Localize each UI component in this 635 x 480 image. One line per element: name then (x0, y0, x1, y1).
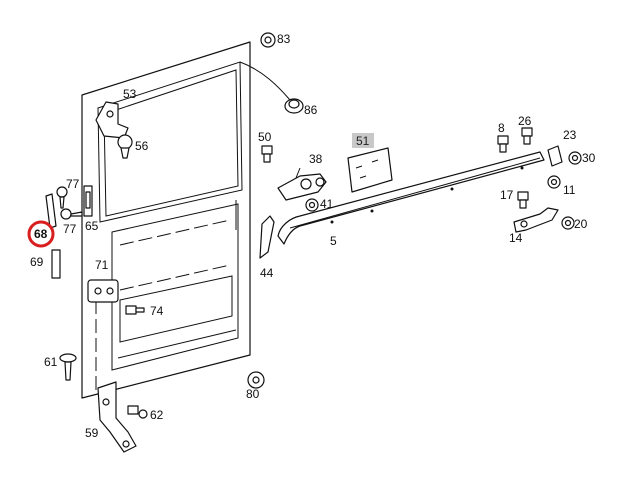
callout-8[interactable]: 8 (498, 121, 505, 135)
screw-17[interactable] (517, 191, 529, 209)
nut-30[interactable] (568, 151, 582, 165)
lower-hinge-59[interactable] (97, 381, 137, 453)
callout-26[interactable]: 26 (518, 114, 532, 128)
buffer-69[interactable] (51, 249, 61, 279)
callout-5[interactable]: 5 (330, 234, 337, 248)
callout-23[interactable]: 23 (563, 128, 577, 142)
screw-56[interactable] (117, 134, 133, 159)
bracket-51[interactable] (347, 147, 393, 193)
screw-77-lower[interactable] (60, 208, 83, 220)
callout-20[interactable]: 20 (574, 217, 588, 231)
washer-11[interactable] (547, 175, 561, 189)
callout-56[interactable]: 56 (135, 139, 149, 153)
bracket-44[interactable] (259, 215, 275, 259)
callout-50[interactable]: 50 (258, 130, 272, 144)
nut-62[interactable] (127, 405, 148, 419)
sliding-door-panel (81, 41, 251, 399)
callout-14[interactable]: 14 (509, 231, 523, 245)
lock-plate-71[interactable] (87, 279, 119, 303)
grommet-83[interactable] (260, 32, 276, 48)
callout-41[interactable]: 41 (320, 197, 334, 211)
end-stop-23[interactable] (547, 145, 563, 167)
callout-61[interactable]: 61 (44, 355, 58, 369)
bolt-8[interactable] (497, 135, 509, 153)
guide-rail-5[interactable] (277, 151, 545, 245)
bolt-26[interactable] (521, 127, 533, 145)
roller-80[interactable] (247, 371, 265, 389)
door-stop-68[interactable] (45, 193, 57, 229)
callout-51[interactable]: 51 (356, 134, 370, 148)
callout-77-lower[interactable]: 77 (63, 222, 77, 236)
callout-44[interactable]: 44 (260, 266, 274, 280)
callout-53[interactable]: 53 (123, 87, 137, 101)
upper-hinge-53[interactable] (95, 101, 129, 139)
callout-68[interactable]: 68 (34, 227, 48, 241)
callout-59[interactable]: 59 (85, 426, 99, 440)
carriage-14[interactable] (513, 207, 559, 233)
callout-77-upper[interactable]: 77 (66, 177, 80, 191)
washer-41[interactable] (305, 198, 319, 212)
screw-77-upper[interactable] (56, 186, 68, 209)
screw-74[interactable] (125, 305, 145, 315)
highlight-ring (27, 220, 55, 248)
callout-83[interactable]: 83 (277, 32, 291, 46)
bolt-61[interactable] (59, 353, 77, 381)
callout-38[interactable]: 38 (309, 152, 323, 166)
roller-bracket-38[interactable] (277, 167, 327, 201)
callout-62[interactable]: 62 (150, 408, 164, 422)
callout-86[interactable]: 86 (304, 103, 318, 117)
callout-71[interactable]: 71 (95, 258, 109, 272)
callout-69[interactable]: 69 (30, 255, 44, 269)
bolt-50[interactable] (261, 145, 273, 163)
cap-86[interactable] (284, 98, 304, 114)
callout-17[interactable]: 17 (500, 188, 514, 202)
callout-74[interactable]: 74 (150, 304, 164, 318)
callout-51-box (352, 133, 374, 148)
callout-80[interactable]: 80 (246, 387, 260, 401)
leader-line (239, 61, 291, 101)
callout-65[interactable]: 65 (85, 219, 99, 233)
callout-30[interactable]: 30 (582, 151, 596, 165)
strike-plate-65[interactable] (83, 185, 93, 217)
nut-20[interactable] (561, 216, 575, 230)
callout-11[interactable]: 11 (563, 183, 576, 197)
